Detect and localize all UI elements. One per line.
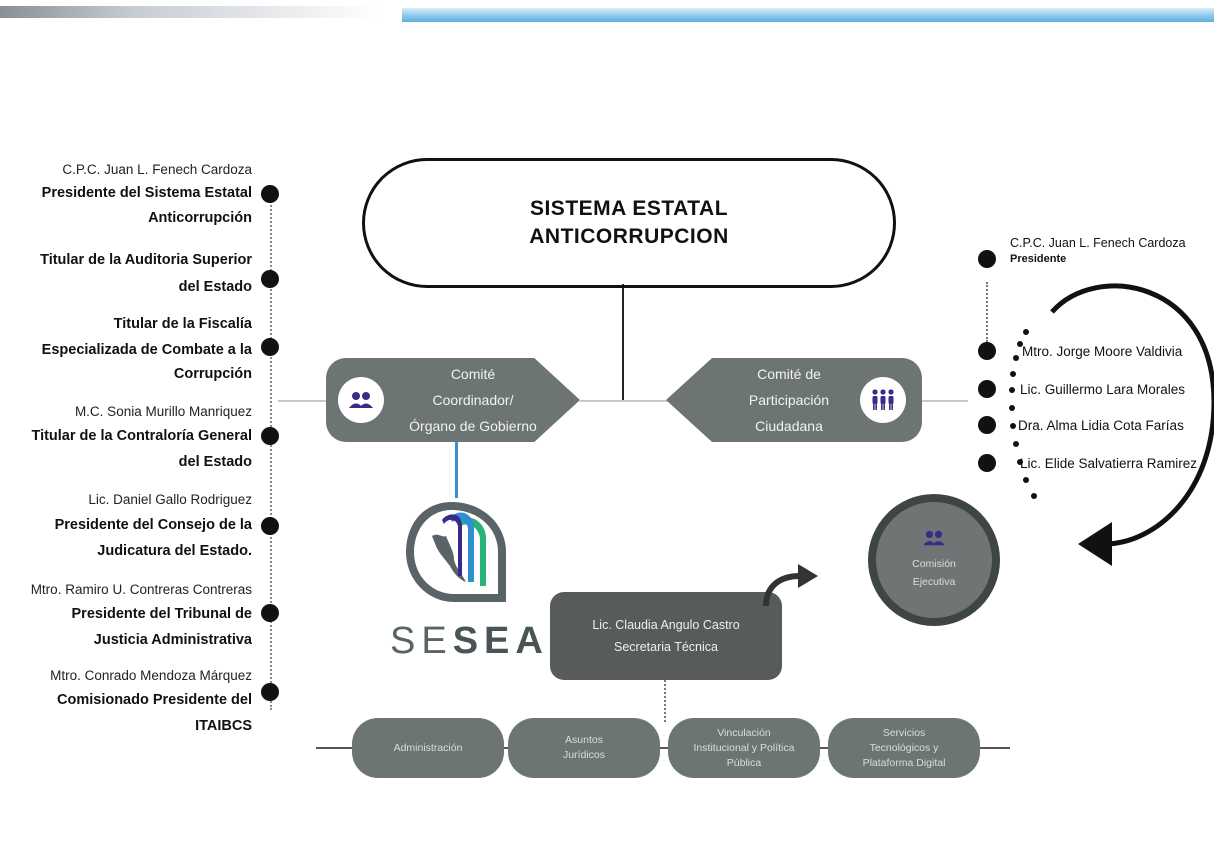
member-role: ITAIBCS xyxy=(195,718,252,734)
member-role: Titular de la Fiscalía xyxy=(113,316,252,332)
member-role: Anticorrupción xyxy=(148,210,252,226)
cpc-member-name: Lic. Guillermo Lara Morales xyxy=(1020,382,1186,397)
logo-text-light: SE xyxy=(390,620,453,662)
area-line1: Vinculación xyxy=(717,726,771,739)
connector-line xyxy=(922,400,968,402)
blue-connector xyxy=(455,442,458,498)
comite-coordinador-box: Comité Coordinador/ Órgano de Gobierno xyxy=(326,358,580,442)
bullet-dot xyxy=(261,270,279,288)
people-icon xyxy=(923,530,945,546)
secretaria-tecnica-box: Lic. Claudia Angulo Castro Secretaria Té… xyxy=(550,592,782,680)
cpc-member-name: Mtro. Jorge Moore Valdivia xyxy=(1022,344,1183,359)
member-role: Comisionado Presidente del xyxy=(57,692,252,708)
member-role: Titular de la Auditoria Superior xyxy=(40,252,252,268)
connector-line xyxy=(278,400,328,402)
member-role: Justicia Administrativa xyxy=(93,632,252,648)
title-line-1: SISTEMA ESTATAL xyxy=(529,197,729,220)
comite-participacion-line3: Ciudadana xyxy=(755,418,823,434)
member-name: Lic. Daniel Gallo Rodriguez xyxy=(88,492,252,507)
title-stem-line xyxy=(622,284,624,400)
area-line1: Servicios xyxy=(882,726,926,739)
comision-line1: Comisión xyxy=(912,558,956,570)
right-dotted-line xyxy=(986,282,988,342)
member-role: del Estado xyxy=(178,279,252,295)
member-name: Mtro. Conrado Mendoza Márquez xyxy=(50,668,252,683)
bullet-dot xyxy=(261,604,279,622)
secretaria-connector xyxy=(664,680,666,722)
member-role: Especializada de Combate a la xyxy=(41,342,252,358)
bullet-dot xyxy=(978,250,996,268)
comite-participacion-line2: Participación xyxy=(748,392,830,408)
cpc-member-name: Lic. Elide Salvatierra Ramirez xyxy=(1020,456,1198,471)
cpc-member-name: Dra. Alma Lidia Cota Farías xyxy=(1018,418,1184,433)
bullet-dot xyxy=(978,342,996,360)
area-administracion: Administración xyxy=(352,718,504,778)
bullet-dot xyxy=(261,683,279,701)
member-role: Presidente del Sistema Estatal xyxy=(41,185,252,201)
system-title-box: SISTEMA ESTATAL ANTICORRUPCION xyxy=(362,158,896,288)
circular-arrow-icon xyxy=(1009,283,1214,566)
area-line2: Tecnológicos y xyxy=(869,741,939,754)
member-role: Judicatura del Estado. xyxy=(97,543,252,559)
area-line3: Plataforma Digital xyxy=(862,756,946,769)
connector-line xyxy=(580,400,668,402)
top-right-strip xyxy=(402,8,1214,22)
sesea-logo-icon xyxy=(402,496,512,620)
title-line-2: ANTICORRUPCION xyxy=(529,225,729,248)
comite-participacion-line1: Comité de xyxy=(757,366,821,382)
people-icon xyxy=(338,377,384,423)
bullet-dot xyxy=(978,454,996,472)
member-role: Presidente del Tribunal de xyxy=(71,606,253,622)
secretaria-role: Secretaria Técnica xyxy=(614,640,718,654)
bullet-dot xyxy=(261,427,279,445)
sesea-wordmark: SESEA xyxy=(390,620,549,663)
bullet-dot xyxy=(978,380,996,398)
cpc-president-name: C.P.C. Juan L. Fenech Cardoza xyxy=(1010,236,1186,250)
bullet-dot xyxy=(978,416,996,434)
area-line3: Pública xyxy=(726,756,762,769)
secretaria-name: Lic. Claudia Angulo Castro xyxy=(592,618,740,632)
area-line1: Administración xyxy=(393,741,463,754)
group-icon xyxy=(860,377,906,423)
bullet-dot xyxy=(261,338,279,356)
member-name: M.C. Sonia Murillo Manriquez xyxy=(74,404,252,419)
member-role: Corrupción xyxy=(173,366,252,382)
bullet-dot xyxy=(261,185,279,203)
comite-participacion-box: Comité de Participación Ciudadana xyxy=(666,358,922,442)
cpc-president-role: Presidente xyxy=(1010,253,1067,265)
member-role: del Estado xyxy=(178,454,252,470)
area-line2: Institucional y Política xyxy=(693,741,795,754)
logo-text-bold: SEA xyxy=(452,620,549,662)
curved-arrow-icon xyxy=(763,564,818,607)
top-left-strip xyxy=(0,6,380,18)
member-role: Presidente del Consejo de la xyxy=(54,517,252,533)
area-line1: Asuntos xyxy=(565,734,603,746)
comite-coordinador-line1: Comité xyxy=(450,366,496,382)
member-name: C.P.C. Juan L. Fenech Cardoza xyxy=(62,162,252,177)
member-role: Titular de la Contraloría General xyxy=(31,428,252,444)
areas-line xyxy=(316,747,1010,749)
comision-ejecutiva-box: Comisión Ejecutiva xyxy=(876,502,992,618)
comite-coordinador-line2: Coordinador/ xyxy=(432,392,514,408)
member-name: Mtro. Ramiro U. Contreras Contreras xyxy=(30,582,252,597)
comision-line2: Ejecutiva xyxy=(912,576,956,588)
comite-coordinador-line3: Órgano de Gobierno xyxy=(409,418,537,434)
bullet-dot xyxy=(261,517,279,535)
left-dotted-line xyxy=(270,190,272,710)
area-line2: Jurídicos xyxy=(562,749,605,761)
